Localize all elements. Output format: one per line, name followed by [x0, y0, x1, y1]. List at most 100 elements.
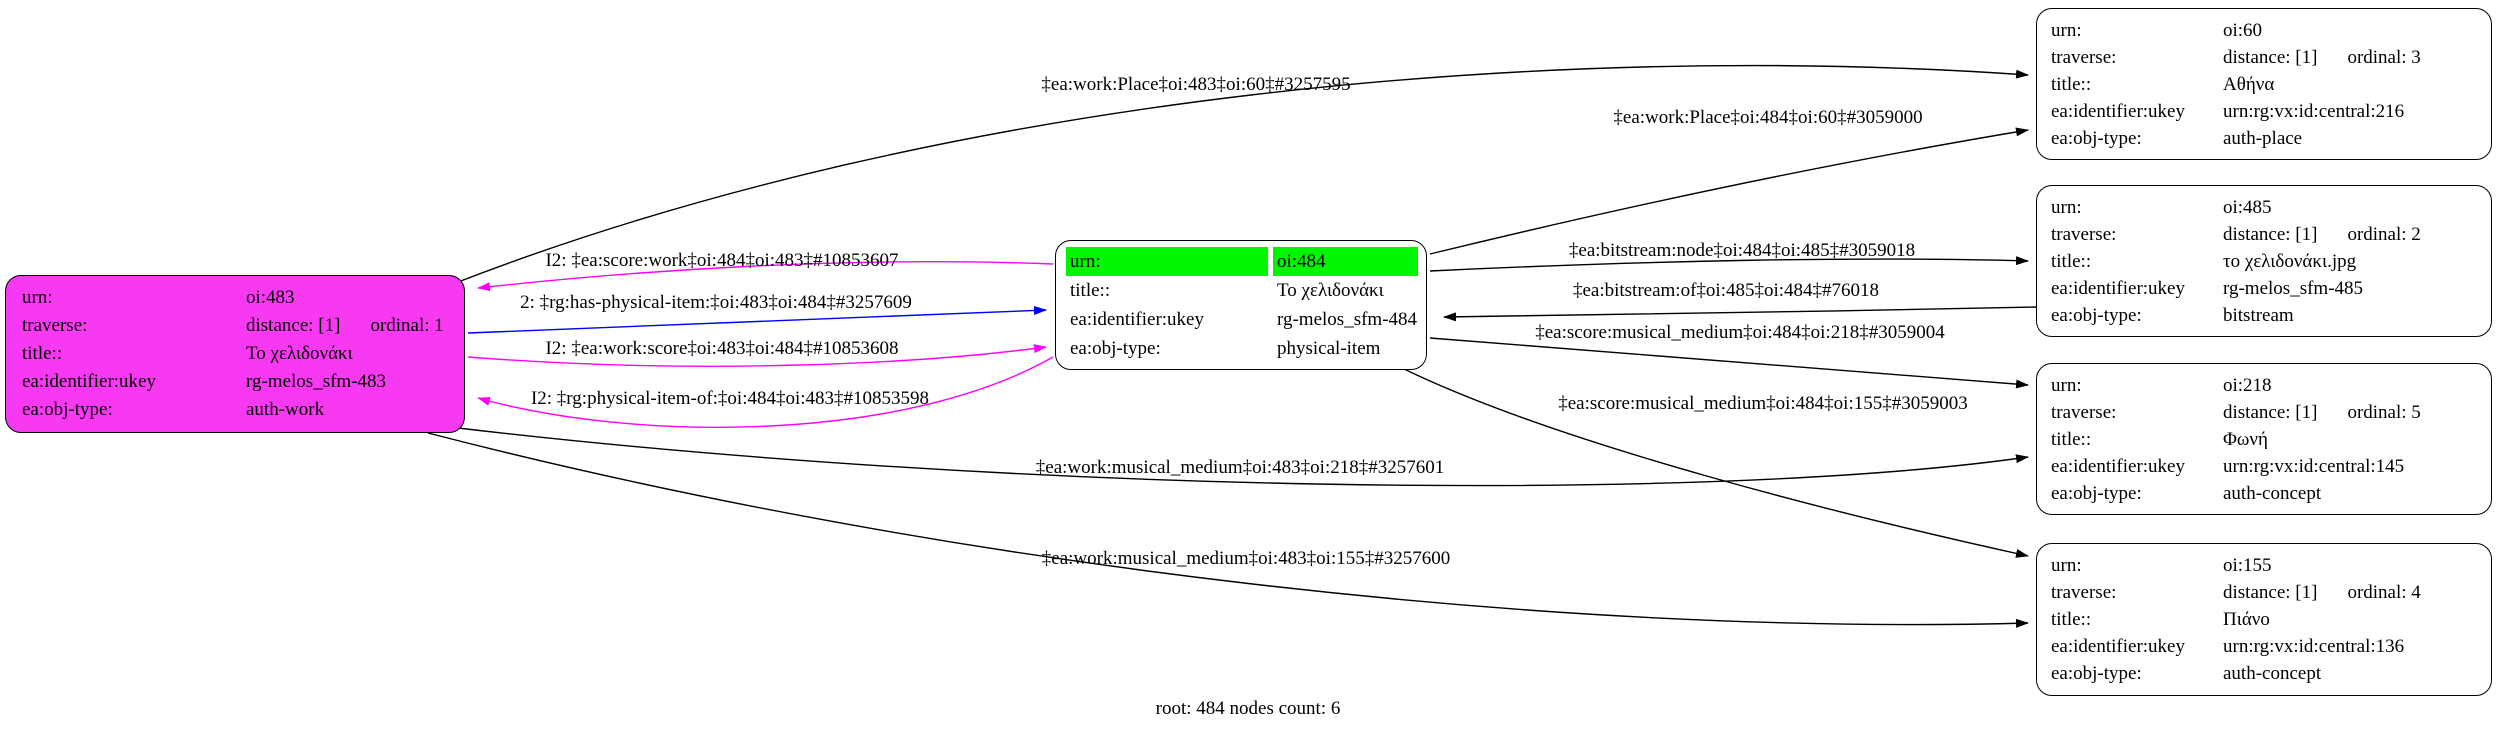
field-value: rg-melos_sfm-484 — [1277, 309, 1418, 330]
field-label: ea:obj-type: — [22, 399, 113, 420]
field-value: bitstream — [2223, 305, 2294, 326]
field-value: urn:rg:vx:id:central:216 — [2223, 101, 2405, 122]
node-oi-155[interactable]: urn: oi:155 traverse: distance: [1]ordin… — [2036, 543, 2492, 696]
edge-label-work-place-484-60: ‡ea:work:Place‡oi:484‡oi:60‡#3059000 — [1613, 107, 1923, 128]
field-label: ea:obj-type: — [2051, 305, 2142, 326]
field-label: title:: — [2051, 429, 2092, 450]
node-oi-484[interactable]: urn: oi:484 title:: Το χελιδονάκι ea:ide… — [1055, 240, 1427, 370]
traverse-distance: distance: [1] — [2223, 402, 2318, 423]
field-label: urn: — [1066, 247, 1268, 276]
node-field-row: ea:obj-type: physical-item — [1066, 334, 1426, 363]
edge-bitstream-node-484-485 — [1429, 256, 2029, 272]
node-field-row: ea:obj-type: bitstream — [2051, 302, 2491, 329]
traverse-distance: distance: [1] — [2223, 582, 2318, 603]
field-label: urn: — [2051, 555, 2082, 576]
field-label: ea:obj-type: — [2051, 128, 2142, 149]
field-value: oi:484 — [1273, 247, 1418, 276]
field-value: urn:rg:vx:id:central:145 — [2223, 456, 2405, 477]
field-value: Το χελιδονάκι — [1277, 280, 1384, 301]
node-field-row: title:: Το χελιδονάκι — [22, 340, 464, 368]
field-label: title:: — [1070, 280, 1111, 301]
traverse-ordinal: ordinal: 3 — [2347, 47, 2421, 68]
edge-work-place-484-60 — [1429, 127, 2029, 255]
field-label: urn: — [2051, 375, 2082, 396]
field-value: physical-item — [1277, 338, 1381, 359]
field-value: rg-melos_sfm-485 — [2223, 278, 2364, 299]
node-field-row: traverse: distance: [1]ordinal: 1 — [22, 312, 464, 340]
edge-label-has-physical-item-483-484: 2: ‡rg:has-physical-item:‡oi:483‡oi:484‡… — [520, 292, 912, 313]
field-label: traverse: — [2051, 224, 2117, 245]
node-field-row: traverse: distance: [1] ordinal: 2 — [2051, 221, 2491, 248]
node-field-row: traverse: distance: [1]ordinal: 5 — [2051, 399, 2491, 426]
edge-work-musical-medium-483-218 — [457, 427, 2029, 487]
edge-physical-item-of-484-483 — [477, 356, 1054, 428]
edge-label-work-score-483-484: I2: ‡ea:work:score‡oi:483‡oi:484‡#108536… — [545, 338, 899, 359]
edge-score-musical-medium-484-155 — [1401, 367, 2029, 558]
field-value: Φωνή — [2223, 429, 2268, 450]
field-label: traverse: — [2051, 47, 2117, 68]
traverse-distance: distance: [1] — [2223, 224, 2318, 245]
field-label: ea:obj-type: — [1070, 338, 1161, 359]
field-value: distance: [1] ordinal: 3 — [2223, 44, 2491, 71]
node-field-row: ea:obj-type: auth-work — [22, 396, 464, 424]
node-field-row: title:: Αθήνα — [2051, 71, 2491, 98]
edge-label-work-place-483-60: ‡ea:work:Place‡oi:483‡oi:60‡#3257595 — [1041, 74, 1351, 95]
traverse-ordinal: ordinal: 2 — [2347, 224, 2421, 245]
field-value: auth-concept — [2223, 663, 2322, 684]
node-field-row: urn: oi:218 — [2051, 372, 2491, 399]
node-field-row: traverse: distance: [1]ordinal: 4 — [2051, 579, 2491, 606]
node-field-row: ea:obj-type: auth-concept — [2051, 660, 2491, 687]
field-value: auth-work — [246, 399, 325, 420]
field-value: auth-concept — [2223, 483, 2322, 504]
field-value: Αθήνα — [2223, 74, 2275, 95]
node-field-row: ea:identifier:ukey urn:rg:vx:id:central:… — [2051, 453, 2491, 480]
edge-work-place-483-60 — [457, 64, 2029, 283]
node-oi-218[interactable]: urn: oi:218 traverse: distance: [1]ordin… — [2036, 363, 2492, 515]
edge-label-physical-item-of-484-483: I2: ‡rg:physical-item-of:‡oi:484‡oi:483‡… — [530, 388, 930, 409]
node-field-row: ea:identifier:ukey urn:rg:vx:id:central:… — [2051, 633, 2491, 660]
node-field-row: title:: Φωνή — [2051, 426, 2491, 453]
field-label: title:: — [2051, 74, 2092, 95]
field-value: distance: [1]ordinal: 4 — [2223, 579, 2491, 606]
field-value: distance: [1]ordinal: 5 — [2223, 399, 2491, 426]
edge-label-work-musical-medium-483-155: ‡ea:work:musical_medium‡oi:483‡oi:155‡#3… — [1041, 548, 1451, 569]
field-label: urn: — [2051, 197, 2082, 218]
traverse-ordinal: ordinal: 1 — [370, 315, 444, 336]
field-label: ea:identifier:ukey — [22, 371, 156, 392]
node-field-row: ea:obj-type: auth-concept — [2051, 480, 2491, 507]
field-value: auth-place — [2223, 128, 2303, 149]
field-value: distance: [1] ordinal: 2 — [2223, 221, 2491, 248]
node-field-row: traverse: distance: [1] ordinal: 3 — [2051, 44, 2491, 71]
node-field-row: ea:identifier:ukey rg-melos_sfm-484 — [1066, 305, 1426, 334]
node-field-row: title:: το χελιδονάκι.jpg — [2051, 248, 2491, 275]
node-oi-485[interactable]: urn: oi:485 traverse: distance: [1] ordin… — [2036, 185, 2492, 337]
field-label: ea:identifier:ukey — [2051, 636, 2185, 657]
node-field-row: ea:identifier:ukey rg-melos_sfm-485 — [2051, 275, 2491, 302]
edge-label-bitstream-of-485-484: ‡ea:bitstream:of‡oi:485‡oi:484‡#76018 — [1572, 280, 1880, 301]
edge-work-score-483-484 — [467, 344, 1047, 367]
node-oi-60[interactable]: urn: oi:60 traverse: distance: [1] ordina… — [2036, 8, 2492, 160]
field-value: oi:155 — [2223, 555, 2272, 576]
field-value: oi:60 — [2223, 20, 2263, 41]
field-label: ea:obj-type: — [2051, 663, 2142, 684]
field-label: ea:identifier:ukey — [1070, 309, 1204, 330]
field-value: το χελιδονάκι.jpg — [2223, 251, 2357, 272]
field-label: urn: — [22, 287, 53, 308]
field-label: title:: — [22, 343, 63, 364]
field-label: ea:obj-type: — [2051, 483, 2142, 504]
node-field-row: title:: Πιάνο — [2051, 606, 2491, 633]
field-label: urn: — [2051, 20, 2082, 41]
edge-label-bitstream-node-484-485: ‡ea:bitstream:node‡oi:484‡oi:485‡#305901… — [1568, 240, 1916, 261]
node-oi-483[interactable]: urn: oi:483 traverse: distance: [1]ordin… — [5, 275, 465, 433]
traverse-distance: distance: [1] — [2223, 47, 2318, 68]
node-field-row: urn: oi:485 — [2051, 194, 2491, 221]
field-label: title:: — [2051, 609, 2092, 630]
field-label: traverse: — [2051, 582, 2117, 603]
edge-score-work-484-483 — [477, 260, 1054, 292]
traverse-distance: distance: [1] — [246, 315, 341, 336]
node-field-row: urn: oi:60 — [2051, 17, 2491, 44]
field-value: oi:483 — [246, 287, 295, 308]
field-value: urn:rg:vx:id:central:136 — [2223, 636, 2405, 657]
